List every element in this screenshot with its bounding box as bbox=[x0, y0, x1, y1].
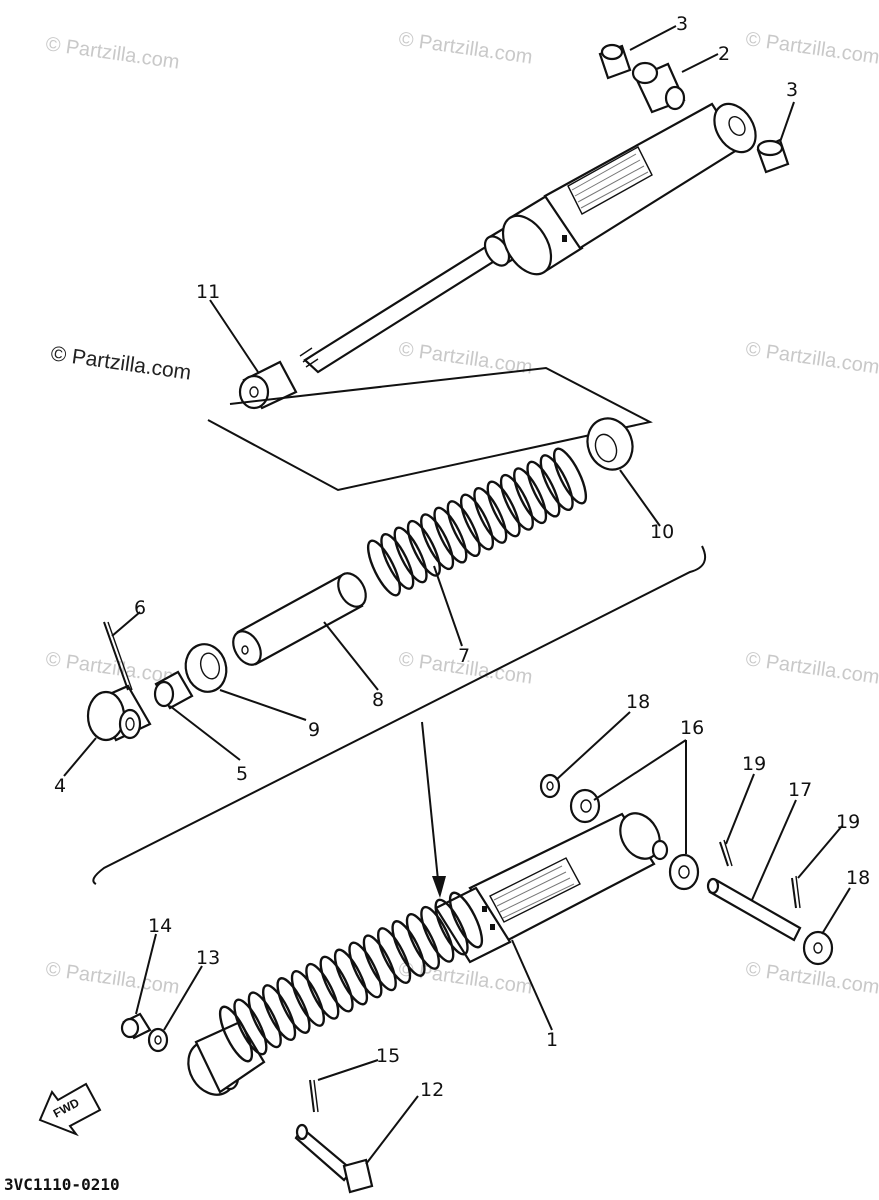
spring-coil bbox=[513, 467, 548, 525]
nut-and-washer bbox=[120, 1012, 169, 1053]
spring-coil bbox=[434, 898, 469, 956]
shock-assembled bbox=[187, 812, 669, 1096]
callout-15: 15 bbox=[376, 1045, 400, 1067]
damper-upper bbox=[299, 102, 757, 374]
spring-coil bbox=[380, 532, 415, 590]
callout-19-left: 19 bbox=[742, 753, 766, 775]
spring-coil bbox=[233, 998, 268, 1056]
spring-seat bbox=[586, 417, 634, 471]
fwd-arrow-icon: FWD bbox=[38, 1082, 102, 1137]
callouts: 3 2 3 11 10 7 8 9 5 4 6 18 16 19 17 19 1… bbox=[54, 13, 870, 1101]
callout-3-top: 3 bbox=[676, 13, 688, 35]
callout-6: 6 bbox=[134, 597, 146, 619]
watermark-9: © Partzilla.com bbox=[744, 648, 879, 689]
spacer-tube bbox=[232, 572, 367, 666]
spring-coil bbox=[391, 920, 426, 977]
spring-coil bbox=[473, 486, 508, 544]
callout-10: 10 bbox=[650, 521, 674, 543]
callout-3-right: 3 bbox=[786, 79, 798, 101]
spring-coil bbox=[486, 480, 521, 538]
spring-coil bbox=[276, 977, 311, 1034]
callout-16: 16 bbox=[680, 717, 704, 739]
spring-coil bbox=[377, 927, 412, 985]
bushing-and-collar-top bbox=[598, 43, 790, 174]
callout-19-right: 19 bbox=[836, 811, 860, 833]
spring-lower bbox=[218, 891, 484, 1063]
spring-coil bbox=[499, 473, 534, 531]
spring-coil bbox=[526, 460, 561, 518]
spring-coil bbox=[362, 934, 397, 992]
spring bbox=[366, 447, 588, 597]
callout-7: 7 bbox=[458, 645, 470, 667]
spring-coil bbox=[393, 526, 428, 584]
callout-18-right: 18 bbox=[846, 867, 870, 889]
locknut bbox=[153, 670, 194, 710]
assembly-arrow bbox=[421, 721, 446, 898]
callout-5: 5 bbox=[236, 763, 248, 785]
spring-coil bbox=[459, 493, 495, 551]
spring-coil bbox=[348, 941, 383, 999]
mounting-pin bbox=[706, 839, 802, 942]
spring-coil bbox=[262, 984, 297, 1042]
drawing-code: 3VC1110-0210 bbox=[4, 1175, 120, 1194]
bottom-bolt bbox=[294, 1079, 374, 1194]
bump-stop bbox=[238, 360, 298, 410]
cotter-pin-upper bbox=[103, 621, 133, 691]
spring-coil bbox=[539, 454, 574, 512]
subassembly-bracket bbox=[92, 545, 706, 885]
callout-13: 13 bbox=[196, 947, 220, 969]
mount-bushings bbox=[539, 773, 834, 966]
spring-coil bbox=[366, 539, 402, 597]
washer bbox=[184, 643, 228, 693]
callout-18-top: 18 bbox=[626, 691, 650, 713]
spring-coil bbox=[448, 891, 484, 949]
watermark-4: © Partzilla.com bbox=[49, 342, 192, 384]
spring-coil bbox=[305, 962, 340, 1020]
watermark-2: © Partzilla.com bbox=[397, 28, 534, 69]
callout-4: 4 bbox=[54, 775, 66, 797]
spring-coil bbox=[420, 513, 455, 571]
watermark-3: © Partzilla.com bbox=[744, 28, 879, 69]
spring-coil bbox=[552, 447, 588, 505]
callout-17: 17 bbox=[788, 779, 812, 801]
spring-coil bbox=[247, 991, 282, 1049]
spring-coil bbox=[446, 500, 481, 558]
watermark-1: © Partzilla.com bbox=[44, 33, 181, 74]
spring-coil bbox=[319, 955, 354, 1013]
watermark-6: © Partzilla.com bbox=[744, 338, 879, 379]
callout-9: 9 bbox=[308, 719, 320, 741]
spring-coil bbox=[433, 506, 468, 564]
watermark-12: © Partzilla.com bbox=[744, 958, 879, 999]
watermark-11: © Partzilla.com bbox=[397, 958, 534, 999]
assembly-guide-box bbox=[207, 366, 653, 492]
callout-1: 1 bbox=[546, 1029, 558, 1051]
watermarks: © Partzilla.com © Partzilla.com © Partzi… bbox=[44, 28, 879, 999]
callout-8: 8 bbox=[372, 689, 384, 711]
callout-11: 11 bbox=[196, 281, 220, 303]
watermark-10: © Partzilla.com bbox=[44, 958, 181, 999]
lower-eye bbox=[86, 684, 152, 742]
spring-coil bbox=[290, 969, 325, 1027]
spring-coil bbox=[218, 1005, 254, 1063]
callout-14: 14 bbox=[148, 915, 172, 937]
fwd-label: FWD bbox=[51, 1095, 82, 1120]
callout-12: 12 bbox=[420, 1079, 444, 1101]
spring-coil bbox=[405, 912, 440, 970]
leader-lines bbox=[63, 25, 851, 1165]
spring-coil bbox=[420, 905, 455, 963]
callout-2: 2 bbox=[718, 43, 730, 65]
spring-coil bbox=[333, 948, 369, 1006]
